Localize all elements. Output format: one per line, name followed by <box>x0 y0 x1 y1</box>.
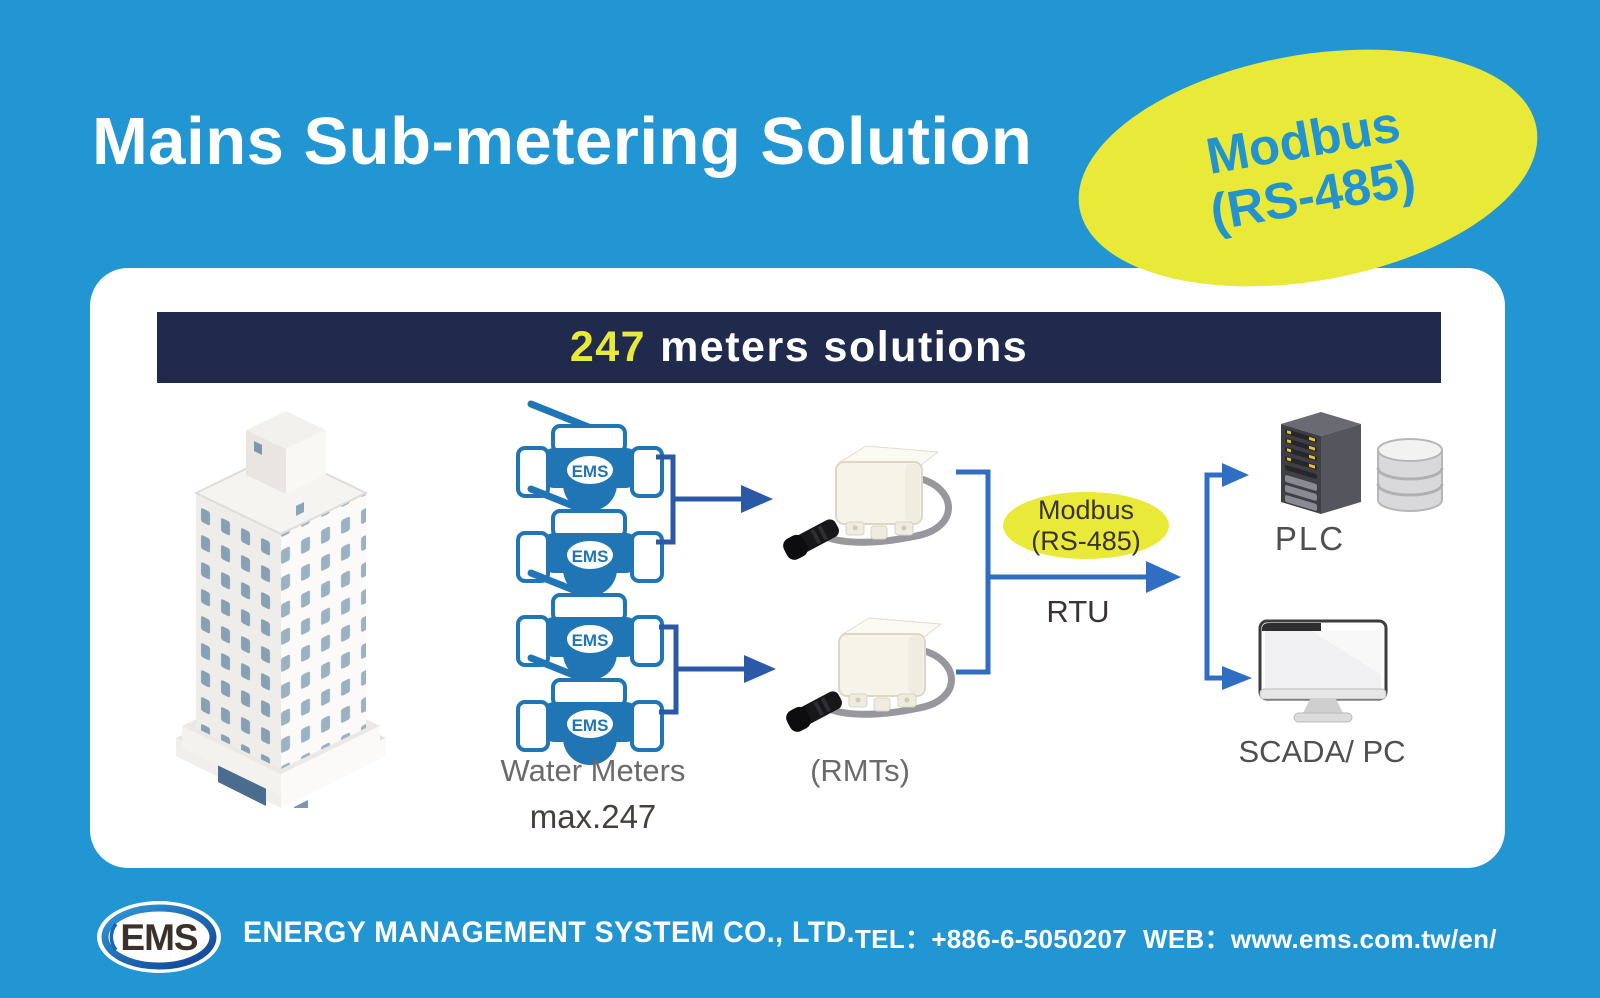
rmts-label: (RMTs) <box>810 753 910 788</box>
footer-web: WEB：www.ems.com.tw/en/ <box>1143 919 1497 956</box>
building-illustration <box>176 411 386 808</box>
rmt-device-1 <box>783 445 952 560</box>
water-meter-1: EMS <box>516 400 664 511</box>
server-side <box>1321 424 1361 514</box>
rmt-connector <box>783 519 839 560</box>
rmt-box <box>835 461 923 525</box>
rmt-cable <box>824 474 952 546</box>
meter-fitting-left <box>516 446 550 498</box>
logo-swoosh <box>109 922 118 952</box>
logo-text: EMS <box>120 917 198 958</box>
max-247-label: max.247 <box>529 798 657 835</box>
rtu-label: RTU <box>1046 594 1110 629</box>
logo-ring <box>101 904 217 970</box>
meter-brand-label: EMS <box>572 547 609 566</box>
water-meters-label: Water Meters <box>500 753 686 788</box>
modbus-rs485-bubble: Modbus (RS-485) <box>1003 492 1169 559</box>
bus-line2: (RS-485) <box>1031 525 1141 556</box>
banner-text: meters solutions <box>660 323 1029 371</box>
water-meter-3: EMS <box>516 569 664 680</box>
rmt-foot <box>870 525 888 540</box>
plc-label: PLC <box>1274 520 1346 557</box>
scada-pc-label: SCADA/ PC <box>1238 734 1406 769</box>
rmt-device-2 <box>786 617 955 732</box>
plc-icon <box>1281 412 1444 514</box>
bus-line1: Modbus <box>1037 495 1135 526</box>
water-meter-2: EMS <box>516 485 664 596</box>
meter-brand-label: EMS <box>572 462 609 481</box>
footer-company-name: ENERGY MANAGEMENT SYSTEM CO., LTD. <box>243 916 856 949</box>
footer-tel-value: +886-6-5050207 <box>931 924 1128 954</box>
ems-logo: EMS <box>97 901 221 973</box>
monitor-stand <box>1302 699 1344 715</box>
footer-tel: TEL：+886-6-5050207 <box>855 919 1127 956</box>
footer-web-label: WEB： <box>1143 924 1231 954</box>
page-title: Mains Sub-metering Solution <box>92 104 1033 179</box>
monitor-base <box>1293 712 1353 723</box>
banner-highlight: 247 <box>569 323 647 371</box>
banner-247-meters: 247 meters solutions <box>157 312 1441 383</box>
scada-pc-icon <box>1258 619 1388 723</box>
water-meter-4: EMS <box>516 654 664 765</box>
footer-tel-label: TEL： <box>855 924 932 954</box>
footer-web-link: www.ems.com.tw/en/ <box>1230 924 1497 954</box>
building-entrance <box>218 760 266 806</box>
meter-brand-label: EMS <box>572 631 609 650</box>
database-cylinder <box>1376 438 1444 512</box>
meter-brand-label: EMS <box>572 716 609 735</box>
server-led <box>1287 430 1291 435</box>
